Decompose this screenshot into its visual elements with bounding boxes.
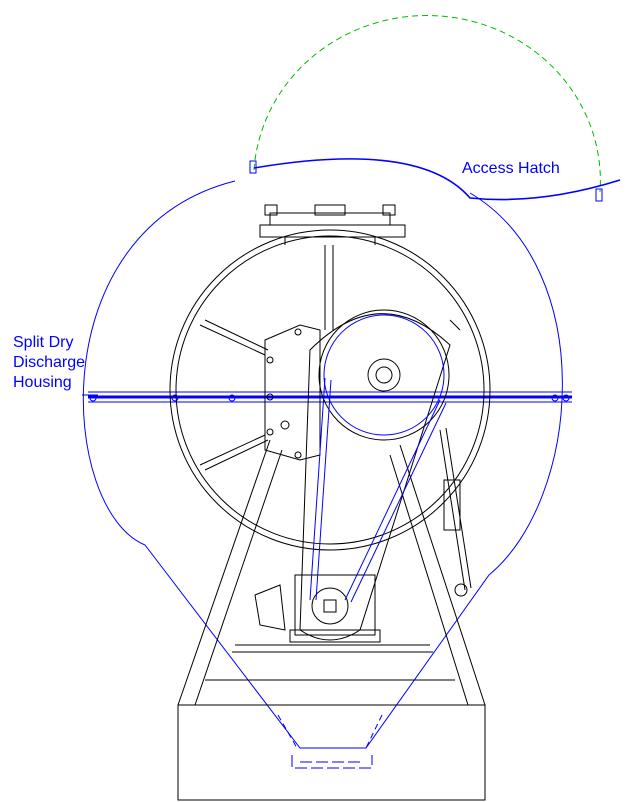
housing-label-line3: Housing xyxy=(13,374,72,391)
belt-guard xyxy=(299,309,451,641)
belt-tensioner xyxy=(439,427,472,597)
housing-label-line1: Split Dry xyxy=(13,334,74,351)
top-bracket xyxy=(259,204,406,245)
support-frame xyxy=(177,439,486,801)
hatch-swing-arc xyxy=(253,15,601,193)
hatch-hinge-right xyxy=(595,188,603,202)
rotor-wheel xyxy=(169,229,491,551)
drive-belt xyxy=(309,314,447,603)
access-hatch-label: Access Hatch xyxy=(462,160,560,177)
hatch-hinge-left xyxy=(249,160,257,174)
drive-motor xyxy=(254,574,381,643)
housing-drop-flange xyxy=(291,755,373,769)
housing-outline xyxy=(82,180,563,749)
housing-dashed-bottom xyxy=(277,714,383,749)
access-hatch xyxy=(253,158,621,201)
housing-label-line2: Discharge xyxy=(13,354,86,371)
